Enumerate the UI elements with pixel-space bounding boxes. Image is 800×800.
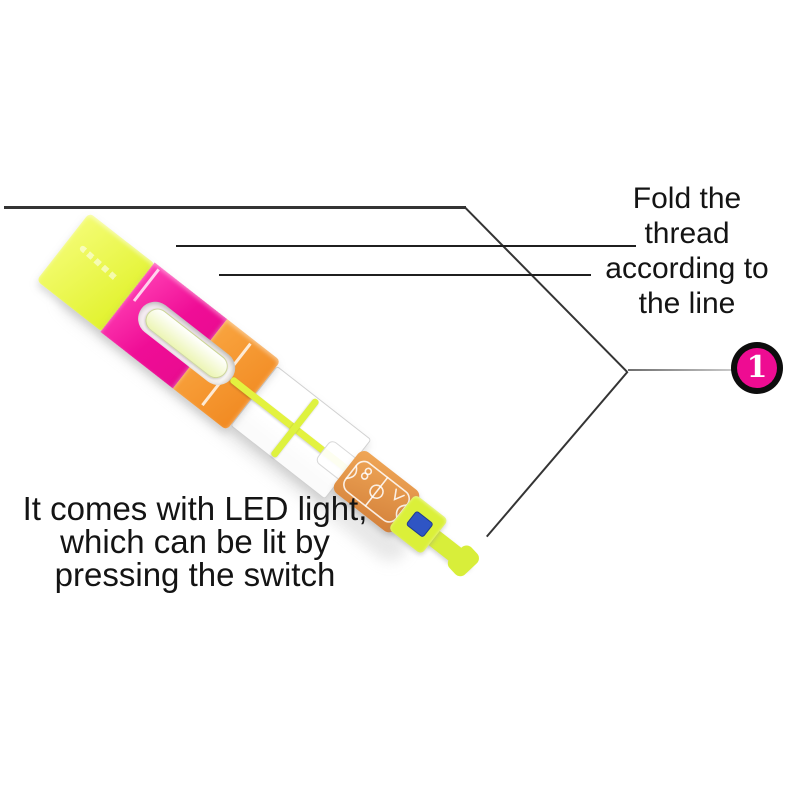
fold-instruction-line-4: the line [638,287,736,320]
led-instruction-line-3: pressing the switch [54,556,336,593]
fold-instruction-line-3: according to [605,252,769,285]
led-instruction-line-2: which can be lit by [60,523,330,560]
step-badge-fill [737,348,777,388]
step-badge: 1 [731,342,783,394]
led-instruction-line-1: It comes with LED light, [22,490,368,527]
step-badge-number: 1 [746,349,768,385]
leader-line-to-fold-line [219,274,591,276]
leader-line-lower-diagonal [486,370,629,538]
fold-instruction-line-1: Fold the [632,182,742,215]
fold-instruction-callout: Fold the thread according to the line [569,181,800,321]
leader-line-top [4,206,466,209]
leader-line-to-thread [176,245,636,247]
badge-connector-line [628,369,732,371]
led-instruction-callout: It comes with LED light, which can be li… [2,492,388,591]
product-photo-led-arrow-toy [36,212,500,601]
fold-instruction-line-2: thread [644,217,730,250]
